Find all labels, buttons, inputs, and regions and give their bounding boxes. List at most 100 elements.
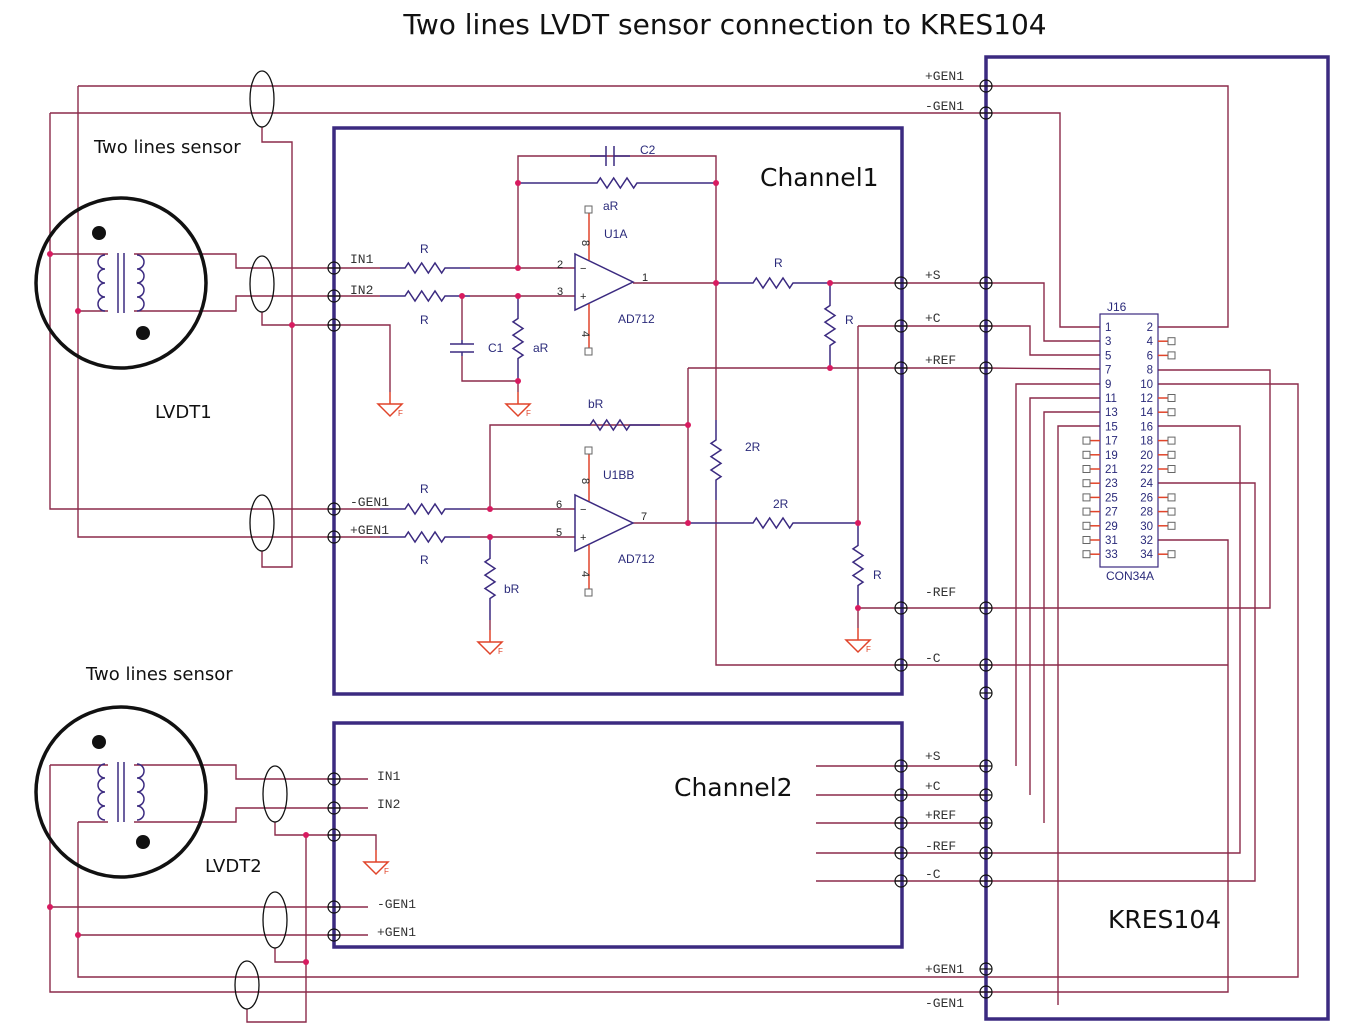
- u1b-part: AD712: [618, 552, 655, 566]
- terminal: [894, 276, 908, 290]
- terminal: [894, 874, 908, 888]
- j16-pin-numbers: 1357911131517192123252729313324681012141…: [1082, 313, 1176, 568]
- u1a-pin-8: 8: [579, 240, 591, 246]
- nc-pad: [1167, 465, 1176, 473]
- terminal: [979, 846, 993, 860]
- resistor-2r-horizontal: [688, 516, 858, 530]
- r-out-series-label: R: [774, 256, 783, 270]
- ground-triangle: [476, 641, 504, 656]
- j16-pin-25: 25: [1105, 492, 1118, 504]
- junction-dot: [855, 605, 861, 611]
- terminal: [327, 900, 341, 914]
- sensor1-caption: Two lines sensor: [93, 137, 241, 158]
- terminal: [979, 361, 993, 375]
- channel1-box: [332, 126, 904, 696]
- nc-pad: [1082, 493, 1091, 502]
- junction-dot: [487, 534, 493, 540]
- junction-dot: [685, 520, 691, 526]
- r2-horizontal-label: 2R: [773, 497, 789, 511]
- terminal: [327, 828, 341, 842]
- ch1-pin-plus-s: +S: [925, 268, 941, 283]
- terminal: [979, 601, 993, 615]
- junction-dot: [515, 265, 521, 271]
- j16-pin-12: 12: [1140, 393, 1153, 405]
- j16-pin-22: 22: [1140, 464, 1153, 476]
- wire: [1015, 383, 1100, 766]
- terminal: [894, 601, 908, 615]
- lvdt1-label: LVDT1: [155, 402, 212, 423]
- j16-pin-23: 23: [1105, 478, 1118, 490]
- terminal: [894, 319, 908, 333]
- ch2-pin-minus-gen1: -GEN1: [377, 897, 416, 912]
- j16-pin-28: 28: [1140, 507, 1153, 519]
- wire: [986, 425, 1241, 854]
- ground-label: F: [398, 409, 403, 418]
- terminal: [327, 318, 341, 332]
- wire: [134, 253, 334, 269]
- junction-dot: [303, 959, 309, 965]
- ar-feedback-label: aR: [603, 199, 619, 213]
- terminals: [327, 79, 993, 999]
- channel2-box: [332, 721, 904, 949]
- wire: [986, 383, 1299, 978]
- lvdt-body: [34, 705, 208, 879]
- br-feedback-label: bR: [588, 397, 604, 411]
- u1a-pin-2: 2: [557, 259, 563, 271]
- wire: [49, 113, 334, 510]
- kres-top-plus-gen1: +GEN1: [925, 69, 964, 84]
- wire: [261, 312, 391, 392]
- vminus-pad: [584, 588, 593, 597]
- wire: [986, 85, 1229, 328]
- r-out-shunt-label: R: [845, 313, 854, 327]
- j16-pin-19: 19: [1105, 450, 1118, 462]
- vplus-pad: [584, 205, 593, 214]
- resistor-r-ref: [851, 523, 865, 608]
- lvdt-body: [34, 196, 208, 370]
- junction-dot: [459, 293, 465, 299]
- j16-pin-18: 18: [1140, 436, 1153, 448]
- terminal: [327, 289, 341, 303]
- cable-shield-icon: [249, 494, 275, 552]
- opamp-u1a: −+: [574, 205, 635, 356]
- terminal: [979, 759, 993, 773]
- resistor-r-out: [716, 276, 830, 290]
- j16-pin-31: 31: [1105, 535, 1118, 547]
- resistor-2r-vertical: [709, 420, 723, 500]
- junction-dot: [685, 422, 691, 428]
- j16-pin-29: 29: [1105, 521, 1118, 533]
- terminal: [327, 261, 341, 275]
- junctions: [47, 180, 861, 965]
- j16-pin-2: 2: [1147, 322, 1153, 334]
- lvdt2-label: LVDT2: [205, 856, 262, 877]
- ar-shunt-label: aR: [533, 341, 549, 355]
- kres104-label: KRES104: [1108, 905, 1221, 934]
- minus-sign: −: [580, 263, 586, 275]
- wire: [986, 112, 1100, 328]
- junction-dot: [827, 365, 833, 371]
- ground-symbol: F: [362, 850, 390, 876]
- lvdt-dot: [136, 326, 150, 340]
- br-shunt-label: bR: [504, 582, 520, 596]
- kres104-box: [984, 55, 1330, 1021]
- u1b-ref: U1BB: [603, 468, 634, 482]
- lvdt-dot: [92, 735, 106, 749]
- wire: [134, 807, 334, 823]
- terminal: [894, 788, 908, 802]
- ground-symbol: F: [476, 630, 504, 656]
- j16-pin-14: 14: [1140, 407, 1153, 419]
- ch2-pin-in2: IN2: [377, 797, 400, 812]
- terminal: [327, 801, 341, 815]
- secondary-coil: [136, 763, 145, 821]
- nc-pad: [1167, 493, 1176, 502]
- con34a-part: CON34A: [1106, 569, 1154, 583]
- resistor-ar-feedback: [518, 176, 716, 190]
- ch2-pin-minus-c: -C: [925, 867, 941, 882]
- ch2-pin-in1: IN1: [377, 769, 401, 784]
- sensor2-caption: Two lines sensor: [85, 664, 233, 685]
- j16-pin-9: 9: [1105, 379, 1111, 391]
- u1a-pin-1: 1: [642, 272, 648, 284]
- primary-coil: [97, 763, 106, 821]
- j16-pin-5: 5: [1105, 350, 1111, 362]
- ground-label: F: [384, 867, 389, 876]
- j16-pin-16: 16: [1140, 421, 1153, 433]
